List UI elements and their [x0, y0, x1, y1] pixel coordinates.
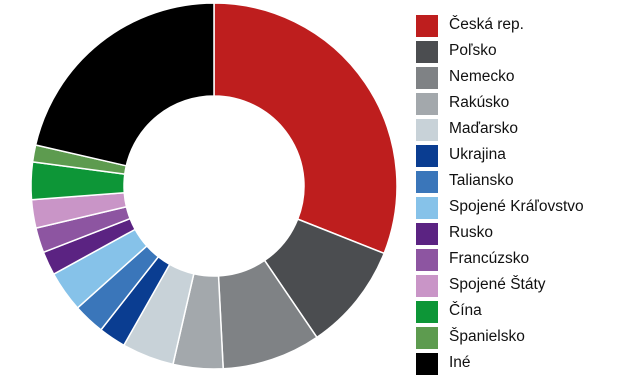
legend-item-7: Spojené Kráľovstvo	[416, 197, 584, 223]
legend-swatch-1	[416, 41, 438, 63]
legend-label-1: Poľsko	[449, 42, 497, 59]
legend-label-7: Spojené Kráľovstvo	[449, 198, 584, 215]
legend-item-13: Iné	[416, 353, 584, 379]
legend-swatch-3	[416, 93, 438, 115]
legend-label-13: Iné	[449, 354, 471, 371]
legend-item-8: Rusko	[416, 223, 584, 249]
legend-item-12: Španielsko	[416, 327, 584, 353]
legend-label-4: Maďarsko	[449, 120, 518, 137]
legend-item-10: Spojené Štáty	[416, 275, 584, 301]
legend-label-5: Ukrajina	[449, 146, 506, 163]
donut-slice-0	[213, 2, 398, 255]
legend-label-11: Čína	[449, 302, 482, 319]
legend-item-3: Rakúsko	[416, 93, 584, 119]
legend-label-2: Nemecko	[449, 68, 515, 85]
legend-label-6: Taliansko	[449, 172, 514, 189]
legend-swatch-12	[416, 327, 438, 349]
legend-swatch-0	[416, 15, 438, 37]
legend-item-2: Nemecko	[416, 67, 584, 93]
legend-swatch-7	[416, 197, 438, 219]
legend-item-0: Česká rep.	[416, 15, 584, 41]
legend-swatch-2	[416, 67, 438, 89]
donut-slice-13	[34, 2, 215, 167]
legend-label-12: Španielsko	[449, 328, 525, 345]
legend-swatch-6	[416, 171, 438, 193]
legend-item-5: Ukrajina	[416, 145, 584, 171]
legend-item-6: Taliansko	[416, 171, 584, 197]
legend-item-4: Maďarsko	[416, 119, 584, 145]
legend-item-9: Francúzsko	[416, 249, 584, 275]
legend-label-9: Francúzsko	[449, 250, 530, 267]
legend-label-8: Rusko	[449, 224, 493, 241]
legend-swatch-5	[416, 145, 438, 167]
legend-swatch-9	[416, 249, 438, 271]
legend-label-10: Spojené Štáty	[449, 276, 546, 293]
legend-swatch-4	[416, 119, 438, 141]
donut-chart	[30, 2, 398, 370]
legend-swatch-10	[416, 275, 438, 297]
legend-label-0: Česká rep.	[449, 16, 524, 33]
legend-swatch-8	[416, 223, 438, 245]
legend-label-3: Rakúsko	[449, 94, 510, 111]
legend-item-1: Poľsko	[416, 41, 584, 67]
legend-item-11: Čína	[416, 301, 584, 327]
legend-swatch-13	[416, 353, 438, 375]
legend-swatch-11	[416, 301, 438, 323]
